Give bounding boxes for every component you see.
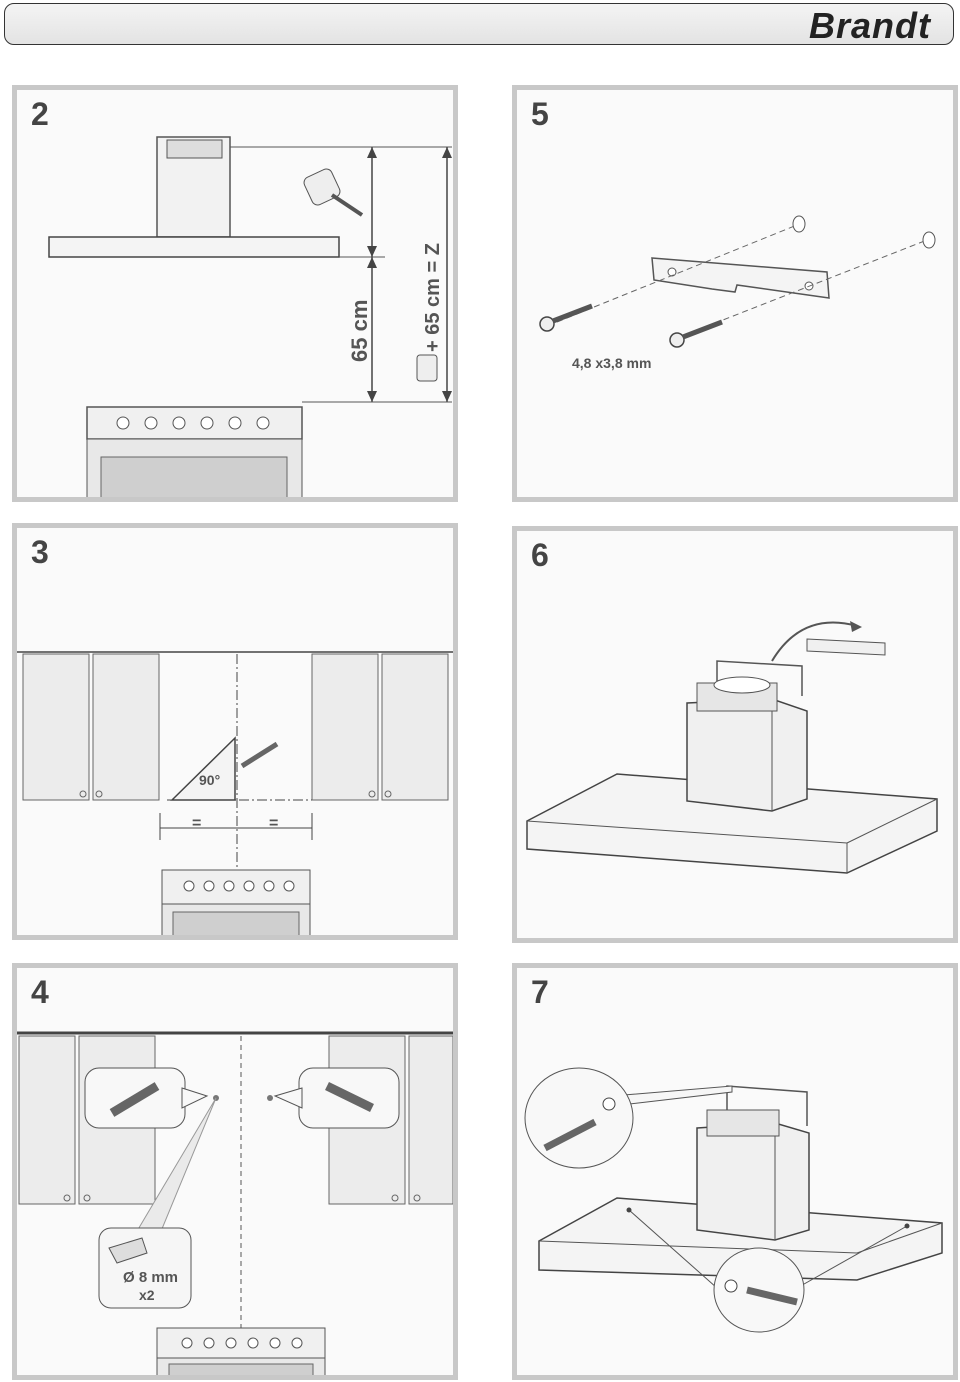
step-5-panel: 5 4,8 x3,8 mm [512,85,958,502]
brand-logo: Brandt [809,5,931,46]
wall-cabinets-left [22,653,160,801]
step-number: 4 [31,974,49,1010]
step-7-illustration [524,1067,943,1333]
step-number: 5 [531,96,549,132]
dimension-z: + 65 cm = Z [422,243,444,352]
step-4-panel: 4 [12,963,458,1380]
drill-size-label: Ø 8 mm [123,1269,178,1286]
step-number: 7 [531,974,549,1010]
drill-quantity-label: x2 [139,1287,155,1303]
wall-cabinets-right [311,653,449,801]
screw-callout-top [524,1067,733,1169]
step-3-panel: 3 90° = = [12,523,458,940]
step-7-panel: 7 [512,963,958,1380]
screw-icon [539,303,593,332]
step-2-illustration: 65 cm + 65 cm = Z [48,136,452,497]
header-bar: Brandt [4,3,954,46]
step-6-illustration [526,621,938,874]
step-number: 6 [531,537,549,573]
step-number: 2 [31,96,49,132]
cooker-icon [86,406,303,497]
tape-measure-icon [303,168,438,382]
screw-icon [669,319,723,348]
equal-right-label: = [269,815,278,832]
step-4-illustration: Ø 8 mm x2 [17,1031,453,1375]
screw-size-label: 4,8 x3,8 mm [572,355,651,371]
step-5-illustration: 4,8 x3,8 mm [539,215,936,371]
step-2-panel: 2 65 cm + 65 cm = Z [12,85,458,502]
wall-plug-callout-left [84,1067,209,1129]
step-6-panel: 6 [512,526,958,943]
step-number: 3 [31,534,49,570]
drill-callout: Ø 8 mm x2 [98,1227,192,1309]
cooker-icon [161,869,311,935]
cooker-icon [156,1327,326,1375]
wall-plug-callout-right [273,1067,400,1129]
dimension-65cm: 65 cm [347,300,372,362]
angle-label: 90° [199,772,220,788]
equal-left-label: = [192,815,201,832]
screw-callout-bottom [626,1207,910,1333]
step-3-illustration: 90° = = [17,651,453,935]
